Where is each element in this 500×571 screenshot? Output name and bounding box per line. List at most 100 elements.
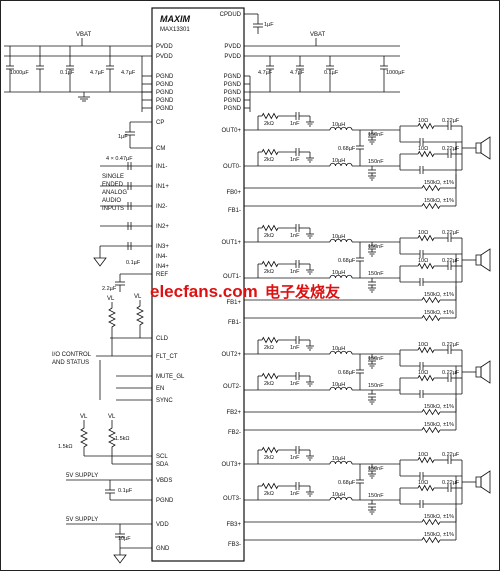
right-pin-4: PGND bbox=[224, 82, 242, 88]
feedback-resistor-1-1: 150kΩ, ±1% bbox=[424, 310, 454, 316]
output-cap-2-1: 150nF bbox=[368, 383, 384, 389]
output-cap-3-0: 150nF bbox=[368, 466, 384, 472]
filter-cap-2: 0.68µF bbox=[338, 370, 356, 376]
inductor-3-1: 10µH bbox=[332, 492, 345, 498]
snubber-cap-3-1: 1nF bbox=[290, 491, 300, 497]
watermark-chinese: 电子发烧友 bbox=[265, 283, 340, 301]
right-pin-0: CPDUD bbox=[220, 12, 242, 18]
inductor-0-0: 10µH bbox=[332, 122, 345, 128]
snubber-resistor-3-1: 2kΩ bbox=[264, 491, 274, 497]
left-pin-24: VBDS bbox=[156, 478, 172, 484]
left-pin-12: IN2+ bbox=[156, 224, 169, 230]
left-circuitry bbox=[66, 121, 152, 564]
snubber-resistor-0-0: 2kΩ bbox=[264, 121, 274, 127]
chip-brand-logo: MAXIM bbox=[160, 14, 191, 24]
right-pins: CPDUDPVDDPVDDPGNDPGNDPGNDPGNDPGNDOUT0+OU… bbox=[220, 12, 242, 548]
snubber-cap-0-0: 1nF bbox=[290, 121, 300, 127]
left-pin-11: IN2- bbox=[156, 204, 167, 210]
vl-label-3: VL bbox=[80, 414, 88, 420]
right-pin-2: PVDD bbox=[224, 54, 241, 60]
vbds-cap: 0.1µF bbox=[118, 488, 133, 494]
right-pin-14: FB1+ bbox=[226, 300, 241, 306]
output-cap-1-0: 150nF bbox=[368, 244, 384, 250]
feedback-resistor-1-0: 150kΩ, ±1% bbox=[424, 292, 454, 298]
left-pin-3: PGND bbox=[156, 82, 174, 88]
snubber-cap-3-0: 1nF bbox=[290, 455, 300, 461]
inductor-0-1: 10µH bbox=[332, 158, 345, 164]
inductor-3-0: 10µH bbox=[332, 456, 345, 462]
right-pin-17: OUT2- bbox=[223, 384, 241, 390]
series-resistor-1-0: 10Ω bbox=[418, 230, 428, 236]
left-pin-17: CLD bbox=[156, 336, 169, 342]
zobel-cap-0-0: 0.22µF bbox=[442, 118, 460, 124]
input-note-line-4: AUDIO bbox=[102, 198, 121, 204]
left-pin-2: PGND bbox=[156, 74, 174, 80]
left-pin-0: PVDD bbox=[156, 44, 173, 50]
input-note-line-5: INPUTS bbox=[102, 206, 124, 212]
pullup-resistor-1: 1.5kΩ bbox=[58, 444, 73, 450]
right-pin-1: PVDD bbox=[224, 44, 241, 50]
snubber-resistor-0-1: 2kΩ bbox=[264, 157, 274, 163]
io-control-label-2: AND STATUS bbox=[52, 360, 89, 366]
snubber-cap-2-1: 1nF bbox=[290, 381, 300, 387]
right-pin-7: PGND bbox=[224, 106, 242, 112]
left-cap-1: 1000µF bbox=[10, 70, 29, 76]
snubber-resistor-2-1: 2kΩ bbox=[264, 381, 274, 387]
series-resistor-2-0: 10Ω bbox=[418, 342, 428, 348]
chip-part-number: MAX13301 bbox=[160, 27, 190, 33]
right-pin-23: FB3- bbox=[228, 542, 241, 548]
zobel-cap-2-0: 0.22µF bbox=[442, 342, 460, 348]
vbat-left-label: VBAT bbox=[76, 32, 92, 38]
zobel-cap-1-1: 0.22µF bbox=[442, 258, 460, 264]
snubber-resistor-3-0: 2kΩ bbox=[264, 455, 274, 461]
vl-label-4: VL bbox=[108, 414, 116, 420]
zobel-cap-3-0: 0.22µF bbox=[442, 452, 460, 458]
right-pin-8: OUT0+ bbox=[221, 128, 241, 134]
watermark-site: elecfans.com bbox=[150, 282, 258, 301]
ref-cap-2: 2.2µF bbox=[102, 286, 117, 292]
right-pin-10: FB0+ bbox=[226, 190, 241, 196]
filter-cap-0: 0.68µF bbox=[338, 146, 356, 152]
inductor-1-0: 10µH bbox=[332, 234, 345, 240]
zobel-cap-3-1: 0.22µF bbox=[442, 480, 460, 486]
right-supply-block: VBAT bbox=[244, 13, 400, 112]
vbat-right-label: VBAT bbox=[310, 32, 326, 38]
left-pin-9: IN1- bbox=[156, 164, 167, 170]
left-pin-6: PGND bbox=[156, 106, 174, 112]
left-pin-19: MUTE_GL bbox=[156, 374, 185, 380]
right-cap-3: 0.1µF bbox=[324, 70, 339, 76]
output-cap-1-1: 150nF bbox=[368, 271, 384, 277]
series-resistor-0-0: 10Ω bbox=[418, 118, 428, 124]
right-cap-2: 4.7µF bbox=[290, 70, 305, 76]
right-pin-19: FB2- bbox=[228, 430, 241, 436]
left-pin-13: IN3+ bbox=[156, 244, 169, 250]
left-cap-4: 4.7µF bbox=[121, 70, 136, 76]
output-channels: 2kΩ 1nF 2kΩ 1nF 10µH 10µH 0.68µF 150nF 150nF 10Ω 0… bbox=[244, 112, 491, 544]
left-pin-16: REF bbox=[156, 272, 168, 278]
snubber-resistor-1-1: 2kΩ bbox=[264, 269, 274, 275]
vl-label-2: VL bbox=[134, 294, 142, 300]
left-pin-20: EN bbox=[156, 386, 164, 392]
left-pin-26: VDD bbox=[156, 522, 169, 528]
right-pin-11: FB1- bbox=[228, 208, 241, 214]
right-pin-9: OUT0- bbox=[223, 164, 241, 170]
right-pin-15: FB1- bbox=[228, 320, 241, 326]
feedback-resistor-0-0: 150kΩ, ±1% bbox=[424, 180, 454, 186]
right-pin-16: OUT2+ bbox=[221, 352, 241, 358]
filter-cap-1: 0.68µF bbox=[338, 258, 356, 264]
left-cap-2: 0.1µF bbox=[60, 70, 75, 76]
ref-cap: 0.1µF bbox=[126, 260, 141, 266]
vl-label-1: VL bbox=[107, 296, 115, 302]
feedback-resistor-0-1: 150kΩ, ±1% bbox=[424, 198, 454, 204]
series-resistor-2-1: 10Ω bbox=[418, 370, 428, 376]
left-pin-22: SCL bbox=[156, 454, 168, 460]
left-pin-15: IN4+ bbox=[156, 264, 169, 270]
left-cap-3: 4.7µF bbox=[90, 70, 105, 76]
left-pins: PVDDPVDDPGNDPGNDPGNDPGNDPGNDCPCMIN1-IN1+… bbox=[156, 44, 185, 552]
series-resistor-1-1: 10Ω bbox=[418, 258, 428, 264]
left-pin-21: SYNC bbox=[156, 398, 173, 404]
